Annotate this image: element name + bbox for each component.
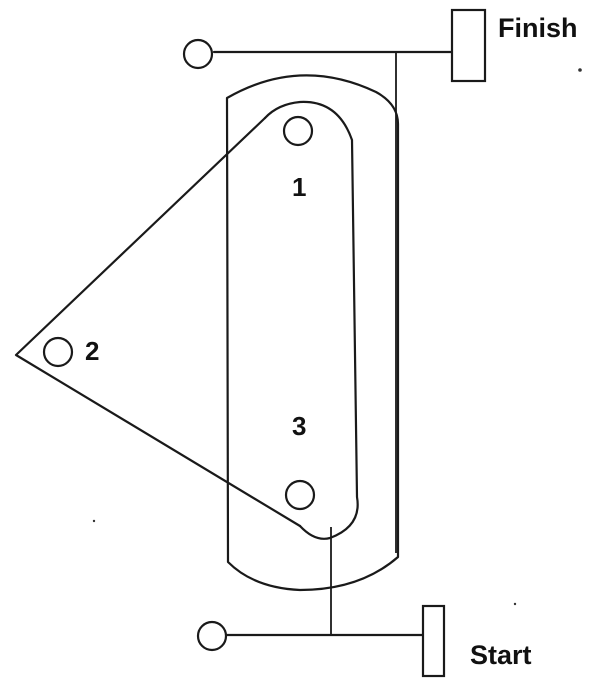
outer-lane bbox=[225, 74, 400, 592]
start-gate bbox=[421, 604, 446, 678]
cone-1-label: 1 bbox=[292, 172, 306, 202]
scan-speck bbox=[92, 519, 96, 523]
finish-gate bbox=[450, 8, 487, 83]
finish-cone bbox=[182, 38, 214, 70]
inner-track bbox=[263, 100, 359, 540]
scan-speck bbox=[513, 602, 517, 606]
cone-2-label: 2 bbox=[85, 336, 99, 366]
cone-1 bbox=[282, 115, 314, 147]
cone-2 bbox=[42, 336, 74, 368]
start-label: Start bbox=[470, 640, 532, 670]
triangle-route bbox=[14, 116, 302, 528]
finish-label: Finish bbox=[498, 13, 578, 43]
scan-speck bbox=[578, 68, 582, 72]
cone-3 bbox=[284, 479, 316, 511]
cone-3-label: 3 bbox=[292, 411, 306, 441]
start-cone bbox=[196, 620, 228, 652]
